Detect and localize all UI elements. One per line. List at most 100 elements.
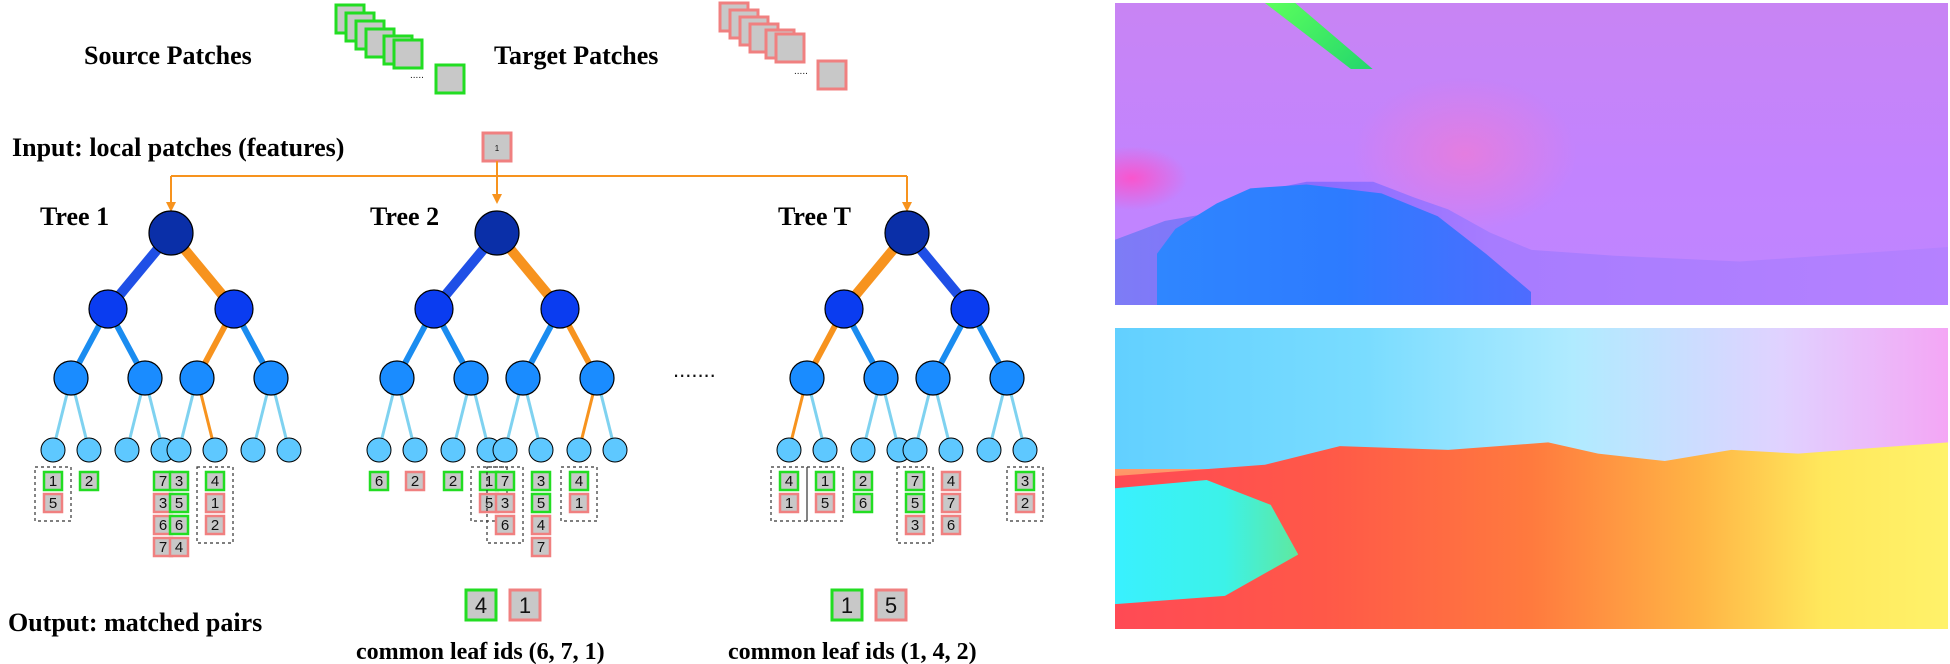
patch-id: 6 [947,517,955,534]
patch-id: 2 [1021,495,1029,512]
source-patches-label: Source Patches [84,41,252,70]
root-node [148,210,194,256]
tree-edges [51,229,291,451]
internal-node [540,289,580,329]
internal-node [214,289,254,329]
target-patch [494,514,516,536]
leaf-patch-list: 2 [442,470,464,492]
highlight-box [34,466,72,522]
internal-node [950,289,990,329]
tree-edges [377,229,617,451]
target-patch [940,492,962,514]
target-patch [168,536,190,558]
highlight-box [196,466,234,544]
patch-id: 7 [537,539,545,556]
patch-id: 2 [449,473,457,490]
patch-id: 6 [501,517,509,534]
source-patch [204,470,226,492]
target-patch [530,536,552,558]
internal-node [989,360,1025,396]
target-patch [494,492,516,514]
internal-node [824,289,864,329]
optical-flow-image-top [1115,3,1948,305]
patch-id: 5 [911,495,919,512]
patch-id: 1 [211,495,219,512]
patch-id: 3 [501,495,509,512]
source-patch [904,492,926,514]
leaf-node [166,437,192,463]
source-patch-stack: ..... [334,3,466,95]
highlight-box [560,466,598,522]
source-patch [852,492,874,514]
internal-node [414,289,454,329]
source-patch [1014,470,1036,492]
match-caption-1: common leaf ids (6, 7, 1) [356,639,605,664]
patch-id: 5 [821,495,829,512]
tree-title: Tree 1 [40,202,109,231]
patch-id: 7 [947,495,955,512]
target-patch-stack: ..... [718,1,848,91]
leaf-patch-list: 476 [940,470,962,536]
leaf-node [976,437,1002,463]
leaf-patch-list: 26 [852,470,874,514]
svg-text:1: 1 [495,144,500,153]
leaf-patch-list: 15 [806,466,844,522]
patch-id: 1 [785,495,793,512]
patch-id: 6 [175,517,183,534]
leaf-patch-list: 7 5 3 [896,466,934,544]
source-patch [78,470,100,492]
leaf-node [402,437,428,463]
internal-node [53,360,89,396]
leaf-node [114,437,140,463]
leaf-node [276,437,302,463]
matching-diagram: Source Patches ..... Target Patches ....… [8,1,1044,664]
leaf-patch-list: 2 [404,470,426,492]
leaf-node [566,437,592,463]
leaf-node [812,437,838,463]
patch-id: 5 [49,495,57,512]
internal-node [179,360,215,396]
target-patch [778,492,800,514]
patch-id: 2 [411,473,419,490]
leaf-node [1012,437,1038,463]
patch-id: 2 [211,517,219,534]
patch-id: 5 [537,495,545,512]
leaf-node [776,437,802,463]
target-patch [42,492,64,514]
source-patch [168,470,190,492]
root-node [474,210,520,256]
patch-id: 6 [859,495,867,512]
patch-id: 5 [175,495,183,512]
patch-id: 6 [159,517,167,534]
patch-id: 1 [821,473,829,490]
target-patch [940,514,962,536]
svg-text:.....: ..... [410,70,424,81]
tree-title: Tree 2 [370,202,439,231]
internal-node [88,289,128,329]
ellipsis: ....... [673,357,716,382]
patch-id: 4 [537,517,545,534]
patch-id: 7 [911,473,919,490]
leaf-node [602,437,628,463]
patch-id: 7 [159,473,167,490]
leaf-patch-list: 412 [196,466,234,544]
patch-id: 3 [537,473,545,490]
leaf-node [76,437,102,463]
patch-id: 3 [911,517,919,534]
output-label: Output: matched pairs [8,608,262,637]
source-patch [778,470,800,492]
target-patch [1014,492,1036,514]
leaf-patch-list: 3 5 4 7 [530,470,552,558]
input-patch: 1 [481,131,513,163]
leaf-node [240,437,266,463]
leaf-node [902,437,928,463]
patch-id: 1 [575,495,583,512]
patch-id: 7 [501,473,509,490]
leaf-node [40,437,66,463]
source-patch [494,470,516,492]
target-patch [204,514,226,536]
leaf-patch-list: 41 [560,466,598,522]
